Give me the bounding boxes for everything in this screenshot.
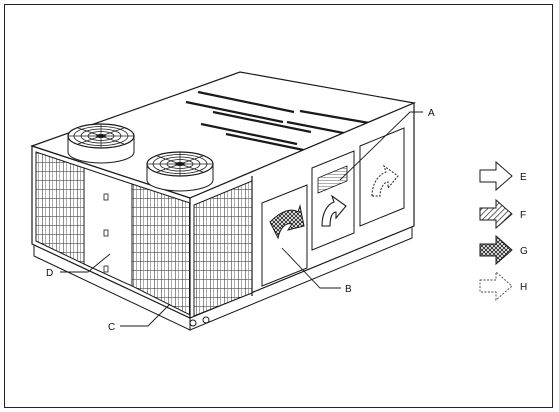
legend-arrow-outline xyxy=(479,160,513,192)
callout-d: D xyxy=(46,268,53,279)
unit-top xyxy=(30,71,417,206)
return-air-opening xyxy=(261,184,308,287)
return-air-arrow xyxy=(269,204,305,240)
leader-d xyxy=(60,253,111,273)
legend-arrow-dashed xyxy=(479,271,513,301)
callout-b: B xyxy=(345,284,352,295)
legend-label-e: E xyxy=(520,172,527,183)
panel-latches xyxy=(103,193,109,273)
exhaust-air-arrow xyxy=(371,164,399,197)
top-seam-lines xyxy=(185,90,376,155)
leader-lines xyxy=(60,111,423,327)
legend-arrow-crosshatched xyxy=(479,234,513,266)
leader-c xyxy=(120,303,171,327)
legend-label-g: G xyxy=(520,246,528,257)
outdoor-air-arrow xyxy=(321,194,347,227)
leader-b xyxy=(281,247,341,289)
legend-label-f: F xyxy=(520,210,526,221)
condenser-fan-1 xyxy=(67,123,135,164)
drawing-frame xyxy=(4,4,553,408)
condenser-end-face xyxy=(31,145,191,319)
condenser-fan-2 xyxy=(146,151,214,192)
legend: E F G H xyxy=(479,160,528,301)
legend-arrow-hatched xyxy=(479,198,513,230)
callout-a: A xyxy=(428,108,435,119)
callout-c: C xyxy=(108,322,115,333)
legend-label-h: H xyxy=(520,282,527,293)
leader-a xyxy=(339,111,423,181)
side-coil-guard xyxy=(193,180,253,317)
outdoor-air-louver xyxy=(317,165,348,194)
